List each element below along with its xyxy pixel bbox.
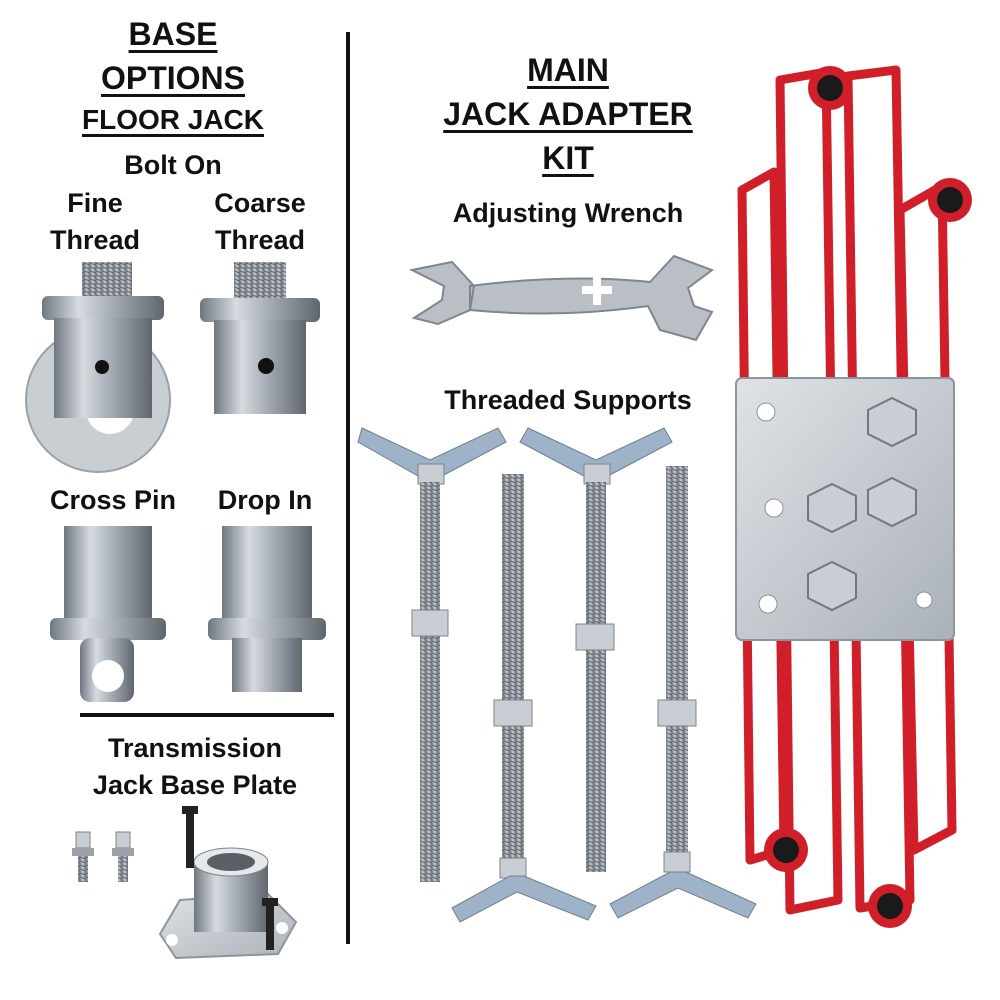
adjusting-wrench-image [408, 254, 715, 342]
drop-in-label: Drop In [217, 485, 313, 515]
main-heading-line3: KIT [542, 140, 594, 176]
transmission-base-plate-image [72, 806, 298, 960]
main-heading-line2: JACK ADAPTER [443, 96, 693, 132]
small-bolt-icon [72, 831, 134, 882]
red-jack-adapter-frame-image [735, 65, 972, 928]
bolt-on-label: Bolt On [124, 150, 222, 180]
threaded-supports-label: Threaded Supports [444, 385, 692, 415]
hex-bolt-icon [807, 396, 917, 612]
horizontal-divider [80, 713, 334, 717]
fine-thread-label-line2: Thread [49, 225, 141, 255]
fine-thread-label-line1: Fine [67, 188, 123, 218]
main-heading-line1: MAIN [527, 52, 609, 88]
threaded-supports-image [357, 427, 757, 923]
coarse-thread-label-line2: Thread [214, 225, 306, 255]
floor-jack-subheading: FLOOR JACK [82, 104, 264, 135]
cross-pin-adapter-image [50, 526, 166, 702]
fine-thread-adapter-image [25, 262, 171, 473]
transmission-label-line2: Jack Base Plate [92, 770, 298, 800]
cross-pin-label: Cross Pin [49, 485, 177, 515]
drop-in-adapter-image [208, 526, 326, 692]
threaded-support-4 [609, 466, 757, 919]
base-heading-line1: BASE [128, 16, 218, 52]
threaded-support-3 [519, 427, 673, 872]
threaded-support-2 [451, 474, 597, 923]
base-heading-line2: OPTIONS [100, 60, 245, 96]
threaded-support-1 [357, 427, 507, 882]
vertical-divider [346, 32, 350, 944]
transmission-label-line1: Transmission [107, 733, 283, 763]
coarse-thread-label-line1: Coarse [214, 188, 306, 218]
adjusting-wrench-label: Adjusting Wrench [452, 198, 684, 228]
coarse-thread-adapter-image [200, 262, 320, 414]
